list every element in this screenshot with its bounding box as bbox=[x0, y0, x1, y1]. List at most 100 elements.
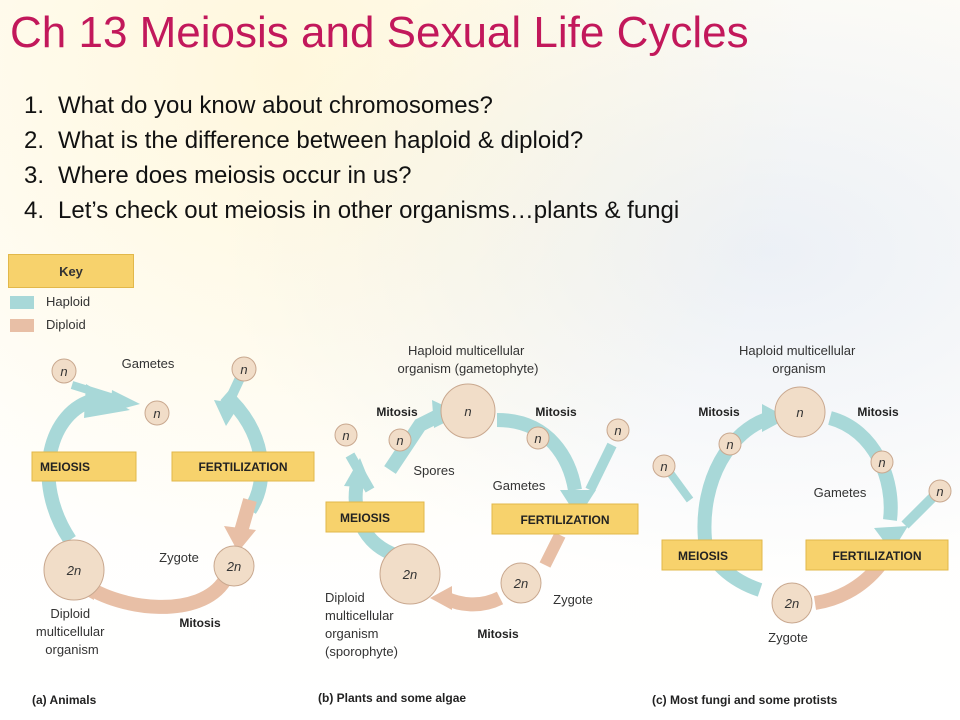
animals-cycle: n n n 2n 2n Gametes MEIOSIS FERTILIZATIO… bbox=[31, 356, 315, 707]
plants-spore-cell bbox=[388, 428, 412, 452]
fungi-meiosis-label: MEIOSIS bbox=[678, 549, 728, 563]
question-item: 1.What do you know about chromosomes? bbox=[24, 92, 493, 119]
plants-meiosis-label: MEIOSIS bbox=[340, 511, 390, 525]
animals-gamete-ploidy-label: n bbox=[153, 406, 160, 421]
animals-gamete-cell bbox=[231, 356, 257, 382]
animals-meiosis-label: MEIOSIS bbox=[40, 460, 90, 474]
fungi-fertilization-box bbox=[805, 539, 949, 571]
animals-meiosis-box bbox=[31, 451, 137, 482]
fungi-cycle: n n n n n 2n Haploid multicellular organ… bbox=[652, 343, 952, 707]
fungi-gamete-ploidy-label: n bbox=[936, 484, 943, 499]
question-item: 4.Let’s check out meiosis in other organ… bbox=[24, 197, 680, 224]
fungi-haploid-arrow-left bbox=[697, 411, 773, 541]
fungi-haploid-organism-cell bbox=[774, 386, 826, 438]
plants-gametophyte-ploidy-label: n bbox=[464, 404, 471, 419]
diploid-key-label: Diploid bbox=[46, 317, 86, 332]
plants-sporophyte-label: Diploid multicellular organism (sporophy… bbox=[325, 590, 398, 659]
fungi-spore-ploidy-label: n bbox=[726, 437, 733, 452]
fungi-haploid-organism-ploidy-label: n bbox=[796, 405, 803, 420]
plants-gametophyte-label: Haploid multicellular organism (gametoph… bbox=[398, 343, 539, 376]
plants-gametes-label: Gametes bbox=[493, 478, 546, 493]
plants-gamete-ploidy-label: n bbox=[534, 431, 541, 446]
plants-gamete-cell bbox=[526, 426, 550, 450]
fungi-mitosis-label-left: Mitosis bbox=[698, 405, 740, 419]
animals-mitosis-arrow bbox=[80, 575, 231, 614]
life-cycle-diagrams: n n n 2n 2n Gametes MEIOSIS FERTILIZATIO… bbox=[31, 343, 952, 707]
fungi-zygote-label: Zygote bbox=[768, 630, 808, 645]
plants-zygote-ploidy-label: 2n bbox=[513, 576, 528, 591]
slide-title: Ch 13 Meiosis and Sexual Life Cycles bbox=[10, 8, 749, 57]
animals-gamete-ploidy-label: n bbox=[240, 362, 247, 377]
haploid-swatch bbox=[10, 296, 34, 309]
fungi-haploid-arrowhead-left bbox=[762, 404, 788, 432]
fungi-spore-ploidy-label: n bbox=[660, 459, 667, 474]
diploid-swatch bbox=[10, 319, 34, 332]
animals-gamete-arrowhead-left bbox=[110, 390, 140, 412]
fungi-zygote-cell bbox=[771, 582, 813, 624]
question-list: 1.What do you know about chromosomes? 2.… bbox=[24, 88, 679, 228]
animals-gametes-label: Gametes bbox=[122, 356, 175, 371]
plants-fertilization-box bbox=[491, 503, 639, 535]
animals-organism-cell bbox=[43, 539, 105, 601]
fungi-fertilization-arrowhead bbox=[874, 526, 908, 552]
plants-fertilization-label: FERTILIZATION bbox=[520, 513, 609, 527]
plants-sporophyte-ploidy-label: 2n bbox=[402, 567, 417, 582]
fungi-mitosis-label-right: Mitosis bbox=[857, 405, 899, 419]
animals-zygote-cell bbox=[213, 545, 255, 587]
plants-mitosis-label-right: Mitosis bbox=[535, 405, 577, 419]
animals-gamete-cell bbox=[144, 400, 170, 426]
fungi-caption: (c) Most fungi and some protists bbox=[652, 693, 838, 707]
plants-mitosis-label: Mitosis bbox=[477, 627, 519, 641]
plants-spore-ploidy-label: n bbox=[342, 428, 349, 443]
plants-mitosis-label-left: Mitosis bbox=[376, 405, 418, 419]
animals-zygote-ploidy-label: 2n bbox=[226, 559, 241, 574]
plants-gametophyte-cell bbox=[440, 383, 496, 439]
plants-gamete-cell bbox=[606, 418, 630, 442]
fungi-gamete-cell bbox=[870, 450, 894, 474]
fungi-gamete-cell bbox=[928, 479, 952, 503]
animals-caption: (a) Animals bbox=[32, 693, 97, 707]
fungi-gametes-label: Gametes bbox=[814, 485, 867, 500]
fungi-fertilization-diploid-arrow bbox=[813, 560, 886, 610]
plants-meiosis-arrowhead bbox=[344, 458, 372, 488]
fungi-haploid-organism-label: Haploid multicellular organism bbox=[739, 343, 859, 376]
plants-cycle: n n n n n 2n 2n Haploid multicellular or… bbox=[318, 343, 639, 705]
animals-fertilization-label: FERTILIZATION bbox=[198, 460, 287, 474]
plants-caption: (b) Plants and some algae bbox=[318, 691, 466, 705]
key-title: Key bbox=[8, 254, 134, 288]
animals-organism-label: Diploid multicellular organism bbox=[36, 606, 108, 657]
plants-sporophyte-cell bbox=[379, 543, 441, 605]
plants-spore-ploidy-label: n bbox=[396, 433, 403, 448]
fungi-spore-cell bbox=[718, 432, 742, 456]
animals-meiosis-arrow bbox=[41, 393, 98, 544]
plants-mitosis-arrow bbox=[442, 591, 504, 612]
question-item: 3.Where does meiosis occur in us? bbox=[24, 162, 412, 189]
plants-gamete-ploidy-label: n bbox=[614, 423, 621, 438]
fungi-zygote-ploidy-label: 2n bbox=[784, 596, 799, 611]
plants-spore-cell bbox=[334, 423, 358, 447]
animals-gamete-cell bbox=[51, 358, 77, 384]
fungi-gamete-arrow bbox=[901, 491, 939, 529]
animals-fertilization-box bbox=[171, 451, 315, 482]
plants-zygote-label: Zygote bbox=[553, 592, 593, 607]
plants-fertilization-diploid-arrow bbox=[539, 532, 566, 568]
plants-meiosis-box bbox=[325, 501, 425, 533]
animals-organism-ploidy-label: 2n bbox=[66, 563, 81, 578]
plants-mitosis-arrow-right bbox=[496, 413, 582, 492]
animals-gamete-arrowhead-right bbox=[214, 400, 240, 426]
fungi-gamete-ploidy-label: n bbox=[878, 455, 885, 470]
plants-zygote-cell bbox=[500, 562, 542, 604]
haploid-key-label: Haploid bbox=[46, 294, 91, 309]
question-item: 2.What is the difference between haploid… bbox=[24, 127, 584, 154]
animals-zygote-label: Zygote bbox=[159, 550, 199, 565]
plants-mitosis-arrowhead bbox=[430, 586, 452, 610]
fungi-spore-cell bbox=[652, 454, 676, 478]
fungi-spore-arrow bbox=[664, 467, 694, 503]
fungi-meiosis-box bbox=[661, 539, 763, 571]
fungi-fertilization-label: FERTILIZATION bbox=[832, 549, 921, 563]
animals-mitosis-label: Mitosis bbox=[179, 616, 221, 630]
animals-gamete-ploidy-label: n bbox=[60, 364, 67, 379]
plants-gamete-arrow bbox=[585, 442, 617, 493]
plants-spores-label: Spores bbox=[413, 463, 455, 478]
animals-fertilization-diploid-arrowhead bbox=[224, 526, 256, 552]
